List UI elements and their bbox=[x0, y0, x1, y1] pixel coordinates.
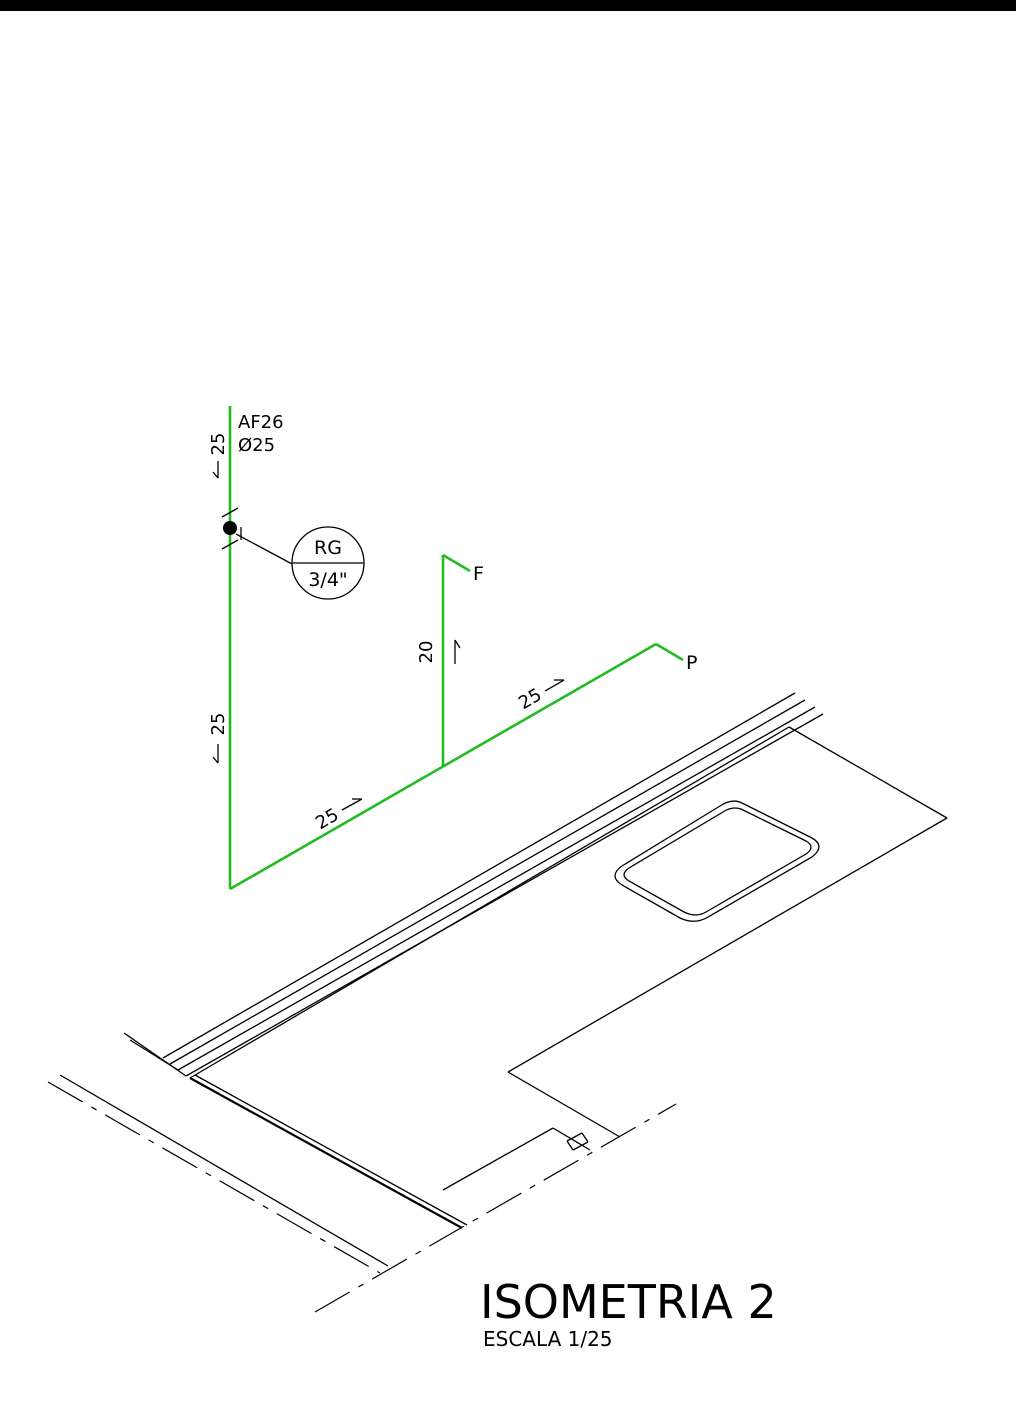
riser-main-dimension: 25 bbox=[208, 713, 229, 736]
stub-f bbox=[442, 553, 471, 573]
run-lower-arrow-icon bbox=[341, 798, 363, 811]
point-f-label: F bbox=[473, 563, 484, 585]
pipe-tag-label: AF26 bbox=[238, 412, 284, 433]
run-lower-dimension: 25 bbox=[312, 804, 342, 834]
floor-detail bbox=[442, 1127, 591, 1191]
countertop-outline bbox=[123, 692, 948, 1229]
center-lines bbox=[47, 1074, 677, 1313]
drawing-scale: ESCALA 1/25 bbox=[483, 1327, 613, 1351]
water-pipe-network bbox=[228, 406, 684, 891]
branch-f-dimension: 20 bbox=[416, 641, 437, 664]
drawing-title: ISOMETRIA 2 bbox=[480, 1275, 777, 1329]
point-p-label: P bbox=[686, 652, 697, 674]
pipe-diameter-label: Ø25 bbox=[238, 435, 275, 456]
riser-top-dimension: 25 bbox=[208, 433, 229, 456]
valve-point-icon bbox=[223, 521, 237, 535]
run-upper-arrow-icon bbox=[544, 679, 565, 692]
valve-type-label: RG bbox=[314, 537, 342, 559]
stub-p bbox=[655, 642, 684, 662]
sheet-top-border bbox=[0, 0, 1016, 11]
valve-callout: RG 3/4" bbox=[291, 526, 365, 600]
sink-basin bbox=[614, 800, 820, 922]
valve-symbol bbox=[221, 507, 293, 565]
valve-size-label: 3/4" bbox=[308, 569, 347, 591]
